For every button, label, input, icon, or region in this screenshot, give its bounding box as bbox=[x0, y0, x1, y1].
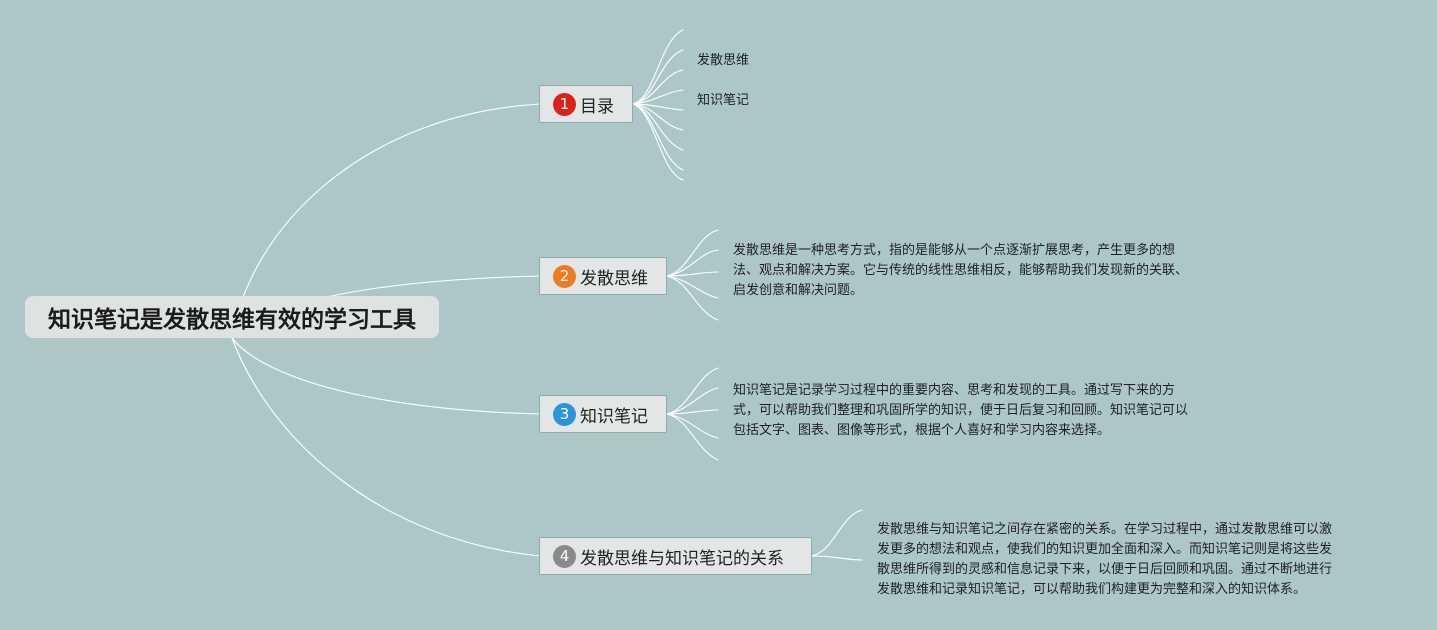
branch-label-knowledge-notes: 知识笔记 bbox=[580, 406, 648, 427]
connector-b2-b bbox=[666, 249, 719, 277]
connector-b1-leaf-1 bbox=[632, 29, 684, 105]
root-node[interactable]: 知识笔记是发散思维有效的学习工具 bbox=[25, 296, 439, 338]
number-badge-2: 2 bbox=[553, 264, 576, 288]
branch-node-knowledge-notes[interactable]: 3 知识笔记 bbox=[539, 395, 667, 433]
connector-b3-d bbox=[666, 413, 719, 439]
connector-b4-a bbox=[811, 509, 863, 557]
branch-label-relationship: 发散思维与知识笔记的关系 bbox=[580, 548, 784, 569]
connector-b2-e bbox=[666, 275, 719, 321]
connector-b3-c bbox=[666, 409, 719, 415]
connector-b4-b bbox=[811, 555, 863, 561]
toc-item-knowledge-notes[interactable]: 知识笔记 bbox=[697, 93, 750, 108]
connector-b1-leaf-5 bbox=[632, 103, 684, 111]
connector-b1-leaf-7 bbox=[632, 103, 684, 151]
number-badge-4: 4 bbox=[553, 544, 576, 568]
connector-root-branch-1 bbox=[231, 103, 541, 339]
branch-label-divergent-thinking: 发散思维 bbox=[580, 268, 648, 289]
branch-node-divergent-thinking[interactable]: 2 发散思维 bbox=[539, 257, 667, 295]
connector-b2-c bbox=[666, 271, 719, 277]
number-badge-1: 1 bbox=[553, 92, 576, 116]
relationship-description: 发散思维与知识笔记之间存在紧密的关系。在学习过程中，通过发散思维可以激 发更多的… bbox=[877, 522, 1333, 597]
connector-b2-d bbox=[666, 275, 719, 299]
connector-b1-leaf-3 bbox=[632, 69, 684, 105]
root-label: 知识笔记是发散思维有效的学习工具 bbox=[48, 307, 416, 333]
connector-root-branch-3 bbox=[231, 337, 541, 415]
branch-node-toc[interactable]: 1 目录 bbox=[539, 85, 633, 123]
knowledge-notes-description: 知识笔记是记录学习过程中的重要内容、思考和发现的工具。通过写下来的方 式，可以帮… bbox=[733, 383, 1189, 438]
connector-b3-e bbox=[666, 413, 719, 461]
connector-root-branch-4 bbox=[231, 337, 541, 557]
connector-b2-a bbox=[666, 229, 719, 277]
connector-b1-leaf-6 bbox=[632, 103, 684, 131]
toc-item-divergent-thinking[interactable]: 发散思维 bbox=[697, 53, 750, 68]
connector-b3-a bbox=[666, 367, 719, 415]
divergent-thinking-description: 发散思维是一种思考方式，指的是能够从一个点逐渐扩展思考，产生更多的想 法、观点和… bbox=[733, 243, 1189, 298]
connector-b3-b bbox=[666, 387, 719, 415]
connector-b1-leaf-8 bbox=[632, 103, 684, 171]
connector-b1-leaf-4 bbox=[632, 89, 684, 105]
branch-label-toc: 目录 bbox=[580, 96, 614, 117]
number-badge-3: 3 bbox=[553, 402, 576, 426]
connector-b1-leaf-2 bbox=[632, 49, 684, 105]
connector-b1-leaf-9 bbox=[632, 103, 684, 181]
branch-node-relationship[interactable]: 4 发散思维与知识笔记的关系 bbox=[539, 537, 812, 575]
